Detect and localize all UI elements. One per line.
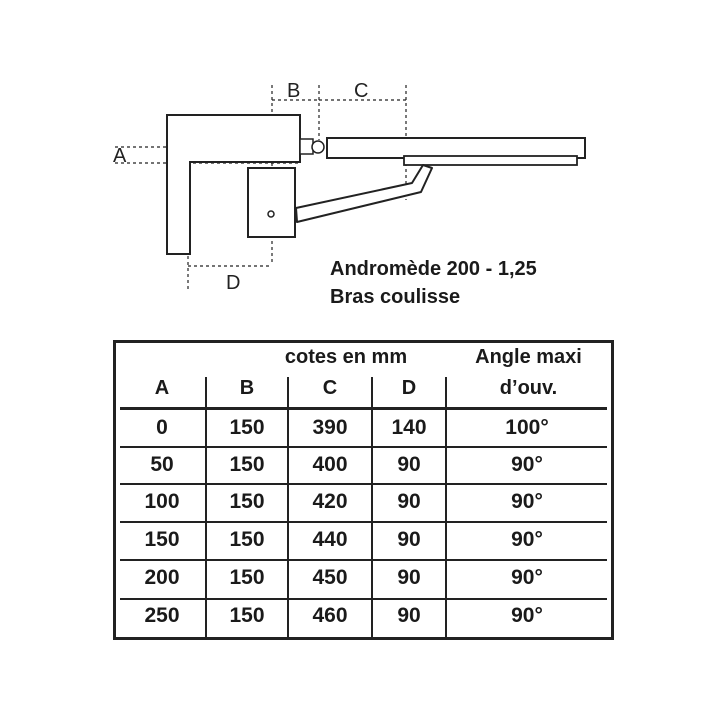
cell-b: 150 — [229, 453, 265, 476]
header-divider-3 — [371, 377, 373, 407]
column-divider-3 — [371, 410, 373, 637]
cell-c: 450 — [312, 566, 348, 589]
cell-d: 90 — [397, 453, 421, 476]
column-header-b: B — [239, 377, 255, 399]
cell-d: 90 — [397, 528, 421, 551]
cell-d: 90 — [397, 490, 421, 513]
row-divider-3 — [120, 521, 607, 523]
cell-angle: 90° — [511, 490, 543, 513]
sliding-arm — [295, 164, 433, 223]
cell-b: 150 — [229, 604, 265, 627]
column-header-d: D — [401, 377, 417, 399]
cell-a: 100 — [144, 490, 180, 513]
cell-angle: 90° — [511, 604, 543, 627]
angle-header-line2: d’ouv. — [499, 377, 558, 399]
cell-a: 200 — [144, 566, 180, 589]
cell-a: 50 — [150, 453, 174, 476]
cell-c: 420 — [312, 490, 348, 513]
cell-d: 90 — [397, 566, 421, 589]
door-leaf — [326, 137, 586, 159]
row-divider-2 — [120, 483, 607, 485]
cell-a: 250 — [144, 604, 180, 627]
column-divider-1 — [205, 410, 207, 637]
cell-b: 150 — [229, 490, 265, 513]
pivot-pin — [267, 210, 275, 218]
dimension-label-b: B — [287, 80, 300, 102]
column-header-c: C — [322, 377, 338, 399]
dimension-label-a: A — [113, 145, 127, 167]
arm-connector — [299, 138, 314, 155]
row-divider-1 — [120, 446, 607, 448]
angle-header-line1: Angle maxi — [475, 346, 582, 368]
group-header: cotes en mm — [284, 346, 408, 368]
cell-b: 150 — [229, 566, 265, 589]
cell-angle: 90° — [511, 566, 543, 589]
dimension-label-d: D — [226, 272, 240, 294]
column-divider-4 — [445, 410, 447, 637]
product-title: Andromède 200 - 1,25 — [330, 258, 537, 280]
row-divider-5 — [120, 598, 607, 600]
slide-rail — [403, 155, 578, 166]
cell-b: 150 — [229, 528, 265, 551]
dimension-label-c: C — [354, 80, 368, 102]
header-divider-4 — [445, 377, 447, 407]
cell-d: 90 — [397, 604, 421, 627]
wall-bracket — [166, 114, 301, 255]
cell-a: 150 — [144, 528, 180, 551]
mounting-diagram: A B C D — [113, 80, 586, 294]
cell-angle: 90° — [511, 528, 543, 551]
cell-c: 390 — [312, 416, 348, 439]
dimension-table: cotes en mm Angle maxi d’ouv. A B C D 0 … — [113, 340, 614, 640]
header-divider-1 — [205, 377, 207, 407]
row-divider-4 — [120, 559, 607, 561]
header-divider — [120, 407, 607, 410]
column-divider-2 — [287, 410, 289, 637]
pivot-block — [247, 167, 296, 238]
cell-d: 140 — [391, 416, 427, 439]
cell-c: 460 — [312, 604, 348, 627]
cell-c: 440 — [312, 528, 348, 551]
header-divider-2 — [287, 377, 289, 407]
cell-b: 150 — [229, 416, 265, 439]
column-header-a: A — [154, 377, 170, 399]
arm-roller — [311, 140, 325, 154]
product-subtitle: Bras coulisse — [330, 286, 461, 308]
cell-c: 400 — [312, 453, 348, 476]
cell-angle: 100° — [505, 416, 549, 439]
cell-angle: 90° — [511, 453, 543, 476]
cell-a: 0 — [156, 416, 168, 439]
